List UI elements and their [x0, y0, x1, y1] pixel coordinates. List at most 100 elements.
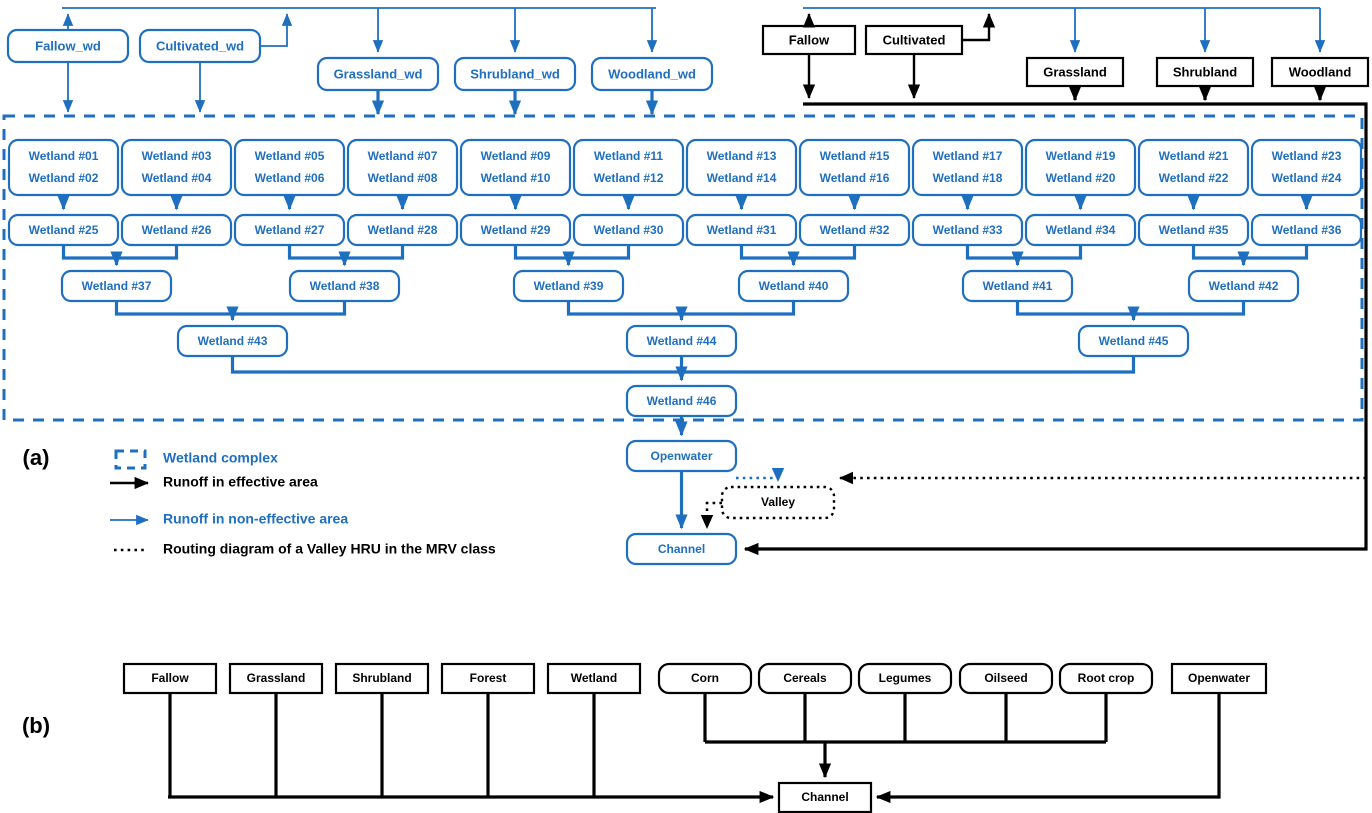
wetland-box[interactable]: Wetland #27 [233, 213, 346, 247]
panel-a: Fallow_wd Cultivated_wd Grassland_wd Shr… [2, 7, 1370, 566]
wetland-label: Wetland #08 [368, 171, 438, 185]
wetland-box[interactable]: Wetland #42 [1187, 269, 1300, 303]
legend: (a) Wetland complex Runoff in effective … [23, 445, 496, 557]
wetland-label: Wetland #21 [1159, 149, 1229, 163]
box-b-shrubland[interactable]: Shrubland [334, 662, 430, 695]
box-cultivated[interactable]: Cultivated [864, 24, 964, 56]
wetland-label: Wetland #43 [198, 334, 268, 348]
wetland-box[interactable]: Wetland #28 [346, 213, 459, 247]
wetland-box[interactable]: Wetland #46 [625, 384, 738, 418]
box-openwater[interactable]: Openwater [625, 439, 738, 473]
wetland-label: Wetland #27 [255, 223, 325, 237]
box-b-forest[interactable]: Forest [440, 662, 536, 695]
box-woodland[interactable]: Woodland [1270, 56, 1370, 88]
wetland-label: Wetland #22 [1159, 171, 1229, 185]
box-fallow[interactable]: Fallow [761, 24, 857, 56]
box-b-corn-label: Corn [691, 671, 719, 685]
wetland-label: Wetland #45 [1099, 334, 1169, 348]
wetland-box[interactable]: Wetland #33 [911, 213, 1024, 247]
wetland-label: Wetland #28 [368, 223, 438, 237]
legend-icon-dashed-box [114, 449, 147, 470]
wetland-box[interactable]: Wetland #41 [961, 269, 1074, 303]
wetland-box[interactable]: Wetland #32 [798, 213, 911, 247]
wetland-label: Wetland #01 [29, 149, 99, 163]
box-woodland-label: Woodland [1289, 64, 1352, 79]
box-b-openwater-label: Openwater [1188, 671, 1250, 685]
box-shrubland-wd[interactable]: Shrubland_wd [453, 56, 577, 92]
box-b-oilseed[interactable]: Oilseed [958, 662, 1054, 695]
box-b-legumes[interactable]: Legumes [857, 662, 953, 695]
box-b-grassland[interactable]: Grassland [228, 662, 324, 695]
wetland-label: Wetland #29 [481, 223, 551, 237]
wetland-box[interactable]: Wetland #45 [1077, 324, 1190, 358]
wetland-box[interactable]: Wetland #25 [7, 213, 120, 247]
wetland-label: Wetland #02 [29, 171, 99, 185]
box-b-wetland[interactable]: Wetland [546, 662, 642, 695]
box-cultivated-wd[interactable]: Cultivated_wd [138, 28, 262, 64]
box-fallow-label: Fallow [789, 32, 830, 47]
row4-to-row5-connectors [230, 356, 1136, 382]
box-grassland-label: Grassland [1043, 64, 1107, 79]
wetland-box[interactable]: Wetland #44 [625, 324, 738, 358]
row1-to-row2-connectors [57, 195, 1313, 211]
wetland-label: Wetland #10 [481, 171, 551, 185]
box-woodland-wd[interactable]: Woodland_wd [590, 56, 714, 92]
panel-a-label: (a) [23, 445, 50, 470]
box-b-legumes-label: Legumes [879, 671, 932, 685]
box-b-fallow[interactable]: Fallow [122, 662, 218, 695]
wetland-label: Wetland #24 [1272, 171, 1342, 185]
wetland-label: Wetland #07 [368, 149, 438, 163]
box-b-cereals[interactable]: Cereals [757, 662, 853, 695]
wetland-label: Wetland #36 [1272, 223, 1342, 237]
wetland-box[interactable]: Wetland #36 [1250, 213, 1363, 247]
legend-label-wetland-complex: Wetland complex [163, 450, 278, 466]
wetland-label: Wetland #46 [647, 394, 717, 408]
wetland-box[interactable]: Wetland #40 [737, 269, 850, 303]
wetland-row-2: Wetland #25 Wetland #26 Wetland #27 Wetl… [7, 213, 1363, 247]
box-b-corn[interactable]: Corn [657, 662, 753, 695]
box-shrubland-wd-label: Shrubland_wd [470, 66, 560, 81]
box-valley[interactable]: Valley [720, 485, 836, 520]
wetland-box[interactable]: Wetland #29 [459, 213, 572, 247]
box-channel[interactable]: Channel [625, 532, 738, 566]
box-b-root-crop-label: Root crop [1078, 671, 1135, 685]
box-grassland[interactable]: Grassland [1025, 56, 1125, 88]
wetland-label: Wetland #14 [707, 171, 777, 185]
wetland-label: Wetland #33 [933, 223, 1003, 237]
wetland-box[interactable]: Wetland #34 [1024, 213, 1137, 247]
box-shrubland[interactable]: Shrubland [1155, 56, 1255, 88]
wetland-box[interactable]: Wetland #39 [512, 269, 625, 303]
wetland-label: Wetland #38 [310, 279, 380, 293]
wetland-box[interactable]: Wetland #31 [685, 213, 798, 247]
box-b-root-crop[interactable]: Root crop [1058, 662, 1154, 695]
wetland-box[interactable]: Wetland #26 [120, 213, 233, 247]
wetland-row-3: Wetland #37 Wetland #38 Wetland #39 Wetl… [60, 269, 1300, 303]
wetland-label: Wetland #11 [594, 149, 663, 163]
box-fallow-wd[interactable]: Fallow_wd [6, 28, 130, 64]
box-grassland-wd[interactable]: Grassland_wd [316, 56, 440, 92]
wetland-box[interactable]: Wetland #30 [572, 213, 685, 247]
wetland-row-4: Wetland #43 Wetland #44 Wetland #45 [176, 324, 1190, 358]
wetland-box[interactable]: Wetland #43 [176, 324, 289, 358]
box-valley-label: Valley [761, 495, 795, 509]
box-b-shrubland-label: Shrubland [352, 671, 411, 685]
wetland-box[interactable]: Wetland #35 [1137, 213, 1250, 247]
wetland-box[interactable]: Wetland #37 [60, 269, 173, 303]
box-b-openwater[interactable]: Openwater [1170, 662, 1268, 695]
legend-label-valley-routing: Routing diagram of a Valley HRU in the M… [163, 541, 496, 557]
wetland-label: Wetland #34 [1046, 223, 1116, 237]
box-b-channel[interactable]: Channel [777, 781, 873, 813]
wetland-box[interactable]: Wetland #38 [288, 269, 401, 303]
